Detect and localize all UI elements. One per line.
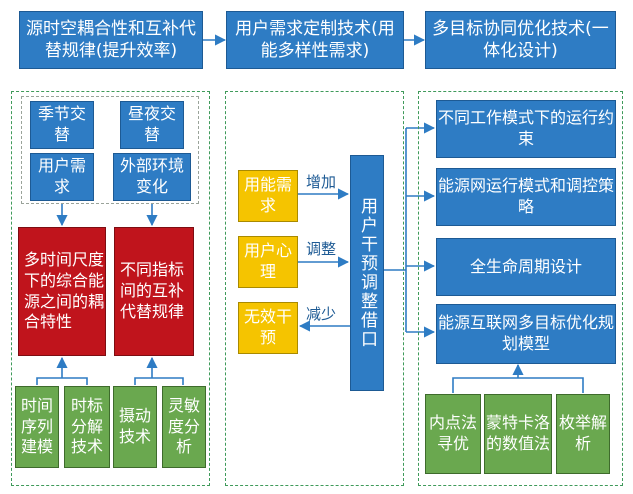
top-box-demand-customization: 用户需求定制技术(用能多样性需求) <box>226 11 404 69</box>
verb-adjust: 调整 <box>306 240 337 258</box>
left-panel-frame <box>11 91 210 486</box>
top-box-complementarity: 源时空耦合性和互补代替规律(提升效率) <box>19 11 203 69</box>
method-time-series: 时间序列建模 <box>15 386 59 468</box>
complement-rule: 不同指标间的互补代替规律 <box>114 227 194 356</box>
right-panel-frame <box>418 91 623 486</box>
verb-increase: 增加 <box>306 173 337 191</box>
method-sensitivity: 灵敏度分析 <box>162 386 206 468</box>
input-invalid-intervention: 无效干预 <box>238 302 298 354</box>
method-enumeration: 枚举解析 <box>556 394 610 474</box>
factor-season: 季节交替 <box>30 101 94 149</box>
method-time-scale: 时标分解技术 <box>64 386 110 468</box>
coupling-characteristics: 多时间尺度下的综合能源之间的耦合特性 <box>18 227 106 356</box>
method-perturbation: 摄动技术 <box>113 386 157 468</box>
right-item-constraints: 不同工作模式下的运行约束 <box>436 100 616 158</box>
factor-user-demand: 用户需求 <box>30 153 94 201</box>
user-intervention-interface: 用户干预调整借口 <box>350 155 384 391</box>
top-box-multi-objective: 多目标协同优化技术(一体化设计) <box>425 11 616 69</box>
factor-environment: 外部环境变化 <box>113 153 191 201</box>
factor-day-night: 昼夜交替 <box>120 101 184 149</box>
input-user-psychology: 用户心理 <box>238 236 298 288</box>
method-interior-point: 内点法寻优 <box>425 394 481 474</box>
method-monte-carlo: 蒙特卡洛的数值法 <box>484 394 552 474</box>
right-item-strategy: 能源网运行模式和调控策略 <box>436 168 616 226</box>
input-energy-demand: 用能需求 <box>238 170 298 222</box>
right-item-planning-model: 能源互联网多目标优化规划模型 <box>436 304 616 364</box>
left-factors-frame <box>21 96 199 204</box>
right-item-lifecycle: 全生命周期设计 <box>436 238 616 296</box>
verb-reduce: 减少 <box>306 305 337 323</box>
middle-panel-frame <box>225 91 404 486</box>
bracket-methods-right <box>134 377 184 385</box>
